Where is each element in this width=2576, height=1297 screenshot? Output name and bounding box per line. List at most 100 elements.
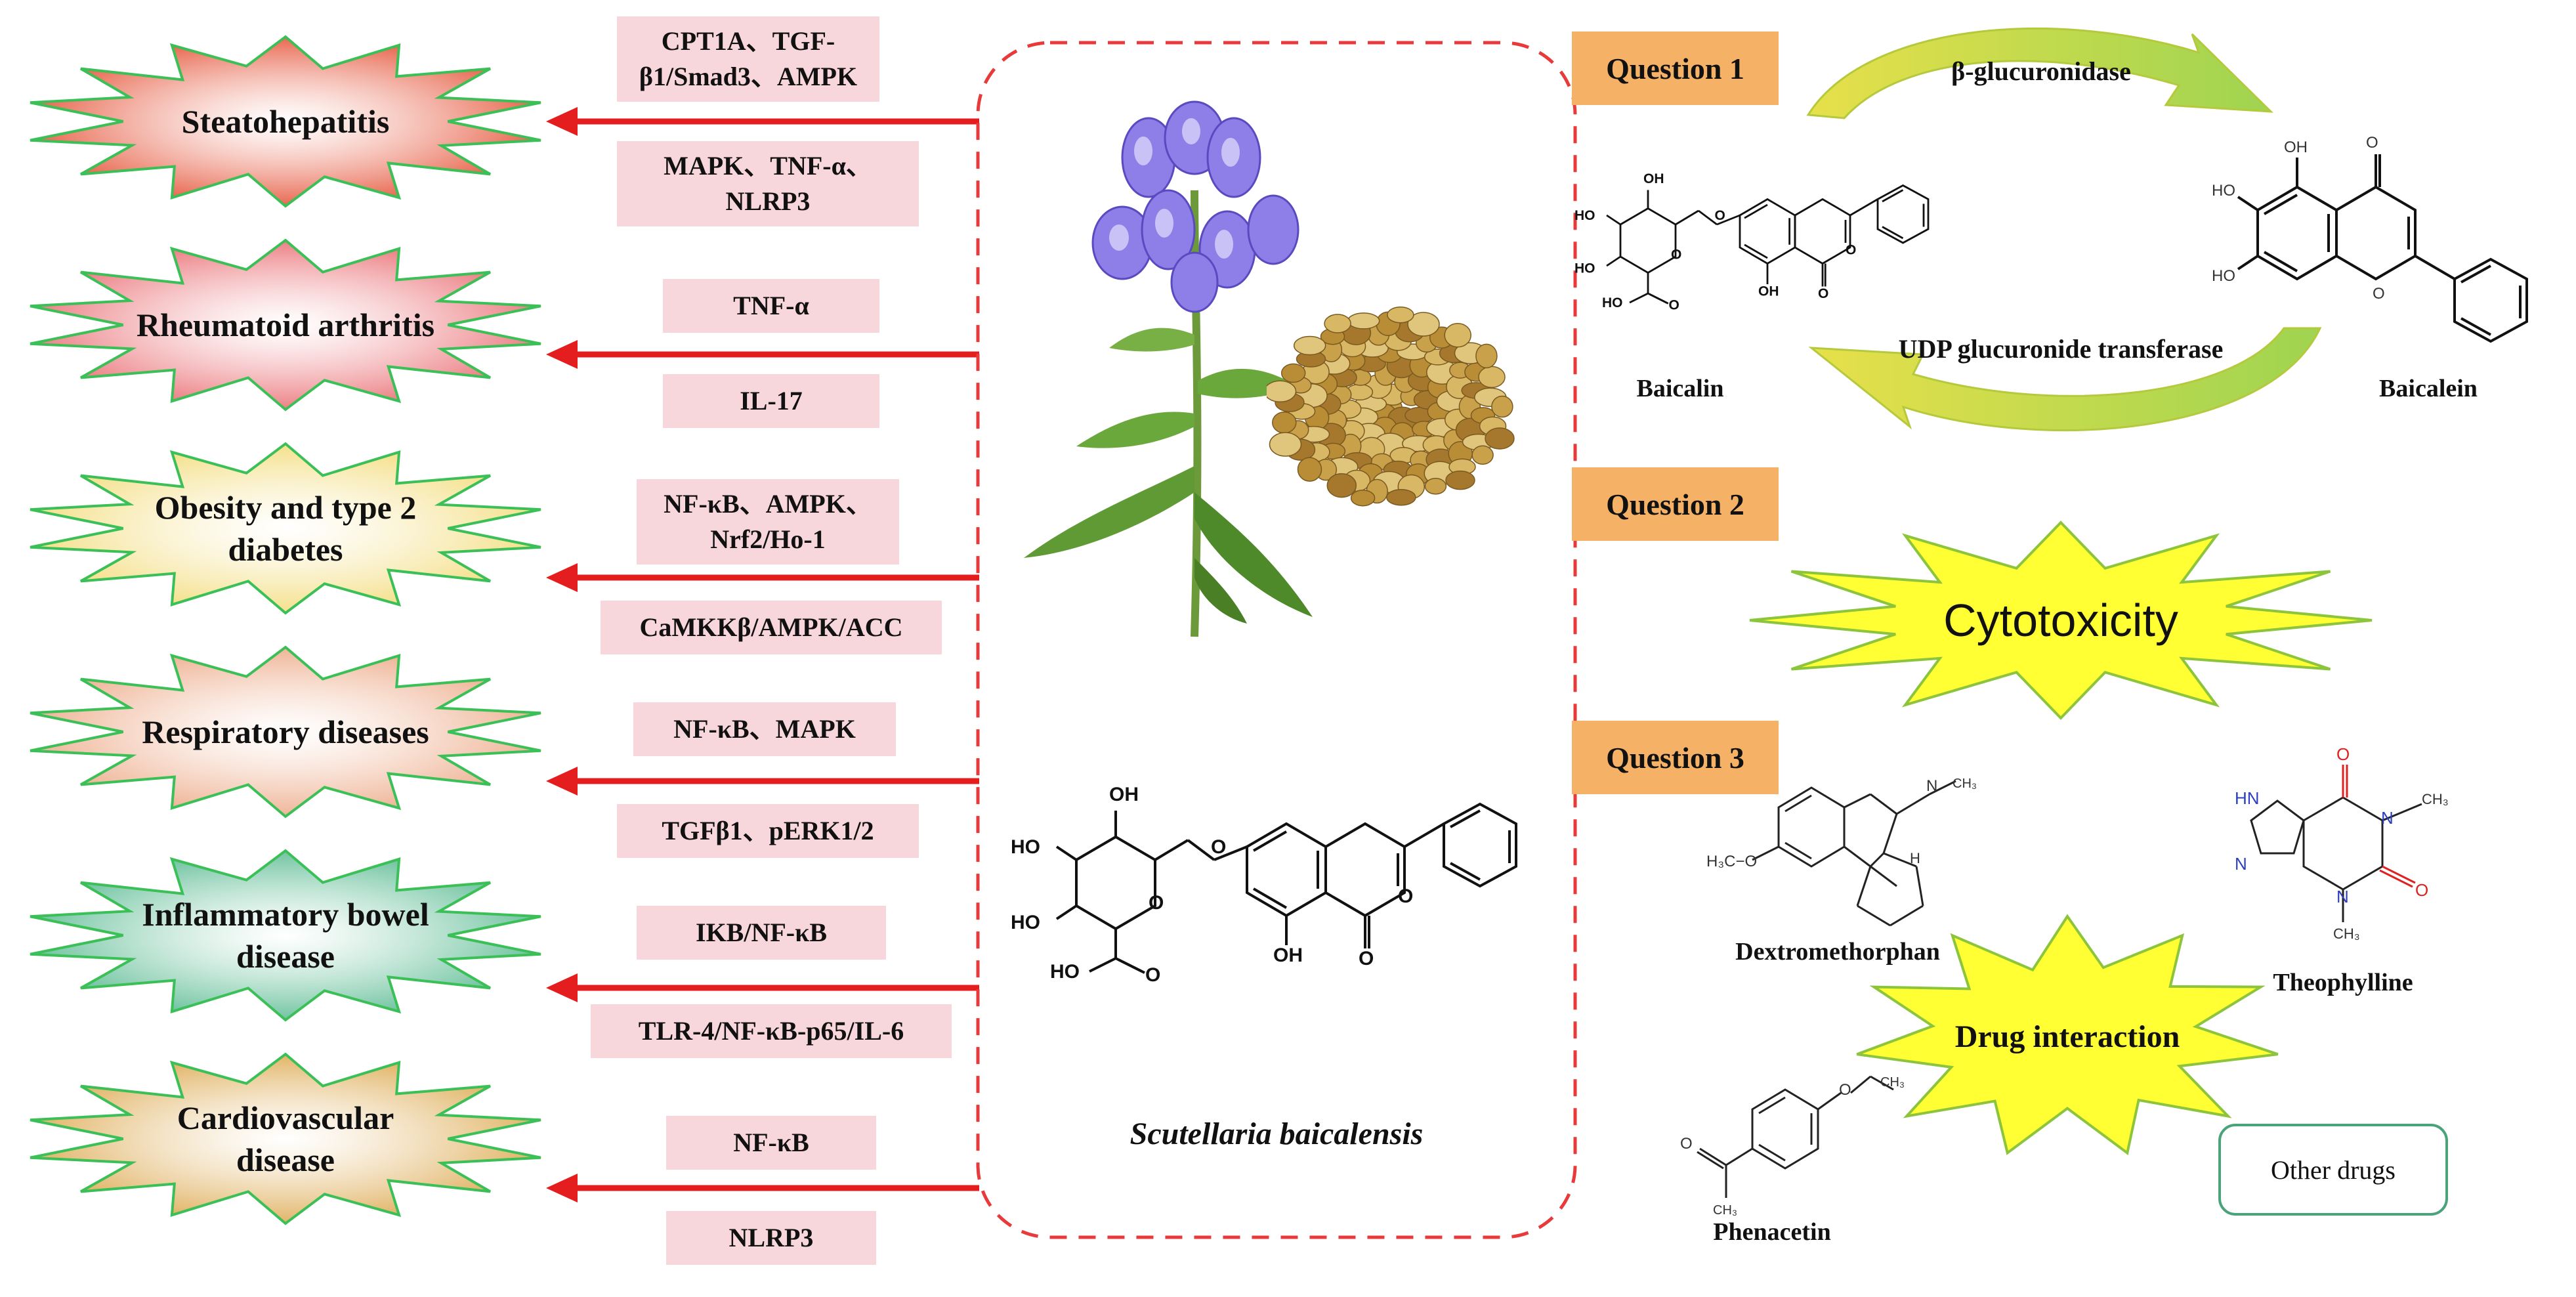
svg-text:HO: HO [1602,295,1623,310]
svg-text:HO: HO [2212,267,2235,285]
pathway-box: NF-κB [666,1116,876,1170]
svg-text:O: O [1715,208,1725,223]
baicalein-label: Baicalein [2379,375,2478,402]
svg-text:N: N [2381,808,2394,828]
disease-star-shape [30,849,541,1022]
pathway-box: TNF-α [663,279,879,333]
disease-star-shape [30,35,541,208]
pathway-box: TLR-4/NF-κB-p65/IL-6 [591,1004,952,1058]
baicalin-structure: HO OH HO HO O O O OH O O [1574,171,1930,313]
disease-star-2: Rheumatoid arthritis [20,236,551,414]
disease-label: Obesity and type 2 diabetes [154,489,417,568]
svg-text:N: N [2235,854,2247,874]
svg-text:CH₃: CH₃ [2333,925,2360,942]
svg-text:O: O [2373,285,2385,303]
phenacetin-label: Phenacetin [1713,1218,1831,1246]
disease-star-1: Steatohepatitis [20,33,551,210]
disease-label: Steatohepatitis [181,103,390,140]
question-3-box: Question 3 [1572,721,1779,794]
drug-interaction-burst-shape [1856,914,2279,1155]
other-drugs-box: Other drugs [2218,1124,2448,1216]
pathway-box: TGFβ1、pERK1/2 [617,804,919,858]
pathway-box: MAPK、TNF-α、NLRP3 [617,141,919,226]
svg-text:CH₃: CH₃ [1713,1203,1737,1218]
disease-label: Rheumatoid arthritis [136,307,435,343]
svg-text:CH₃: CH₃ [1880,1075,1905,1090]
svg-text:O: O [2336,744,2350,764]
question-1-box: Question 1 [1572,32,1779,105]
question-2-box: Question 2 [1572,467,1779,541]
svg-text:HO: HO [2212,182,2235,200]
pathway-box: NF-κB、AMPK、Nrf2/Ho-1 [637,479,899,564]
disease-star-4: Respiratory diseases [20,643,551,820]
svg-text:O: O [1145,964,1160,986]
disease-star-3: Obesity and type 2 diabetes [20,440,551,617]
svg-text:HO: HO [1574,208,1595,223]
svg-text:O: O [1839,1081,1851,1099]
theophylline-label: Theophylline [2273,969,2413,996]
pathway-box: IKB/NF-κB [637,906,886,960]
svg-text:O: O [1211,836,1226,858]
enzyme-top-label: β-glucuronidase [1951,56,2131,86]
dextromethorphan-label: Dextromethorphan [1735,938,1940,966]
cytotoxicity-label: Cytotoxicity [1943,595,2178,646]
svg-text:HO: HO [1011,836,1040,858]
pathway-box: CPT1A、TGF-β1/Smad3、AMPK [617,16,879,102]
svg-text:HN: HN [2235,788,2260,808]
drug-interaction-label: Drug interaction [1954,1019,2180,1054]
svg-text:OH: OH [1273,945,1303,966]
svg-text:CH₃: CH₃ [1953,776,1977,791]
svg-text:O: O [1671,247,1681,263]
baicalein-structure: O OH HO HO O [2212,134,2528,343]
center-baicalin-structure: HO OH HO HO O O O OH O O [1011,784,1517,986]
metabolic-cycle-arrows [1806,28,2322,432]
cytotoxicity-burst-shape [1749,521,2373,720]
svg-text:O: O [2415,880,2428,900]
svg-text:CH₃: CH₃ [2422,791,2449,807]
baicalin-label: Baicalin [1636,375,1724,402]
svg-text:OH: OH [1109,784,1139,805]
disease-label: Cardiovascular disease [177,1099,394,1178]
dextromethorphan-structure: H₃C−O N CH₃ H [1706,776,1977,927]
phenacetin-structure: O CH₃ O CH₃ [1680,1075,1905,1218]
svg-text:N: N [2336,887,2349,906]
scutellaria-plant-illustration [1024,100,1313,637]
disease-star-5: Inflammatory bowel disease [20,847,551,1024]
disease-label: Inflammatory bowel disease [142,896,429,975]
svg-text:O: O [1359,948,1374,969]
svg-text:O: O [1818,286,1828,301]
svg-text:O: O [1669,298,1679,313]
svg-text:H₃C−O: H₃C−O [1706,853,1757,870]
pathway-arrowhead [546,563,578,592]
disease-star-6: Cardiovascular disease [20,1050,551,1227]
svg-text:O: O [1680,1135,1693,1153]
svg-text:O: O [1846,243,1856,258]
species-label: Scutellaria baicalensis [1130,1116,1424,1151]
disease-star-shape [30,1052,541,1225]
svg-text:OH: OH [1758,284,1779,299]
pathway-arrowhead [546,973,578,1002]
svg-text:O: O [1149,892,1164,914]
pathway-arrowhead [546,340,578,369]
disease-star-shape [30,645,541,819]
svg-text:HO: HO [1011,912,1040,933]
disease-star-shape [30,238,541,412]
pathway-arrowhead [546,107,578,136]
dried-root-slices-illustration [1267,306,1515,507]
svg-text:OH: OH [2284,138,2308,156]
pathway-box: IL-17 [663,374,879,428]
enzyme-bottom-label: UDP glucuronide transferase [1898,334,2224,364]
svg-text:O: O [1398,885,1413,907]
pathway-arrowhead [546,767,578,796]
svg-text:OH: OH [1643,171,1664,186]
pathway-box: NLRP3 [666,1211,876,1265]
theophylline-structure: HN N O N CH₃ O N CH₃ [2235,744,2449,942]
svg-text:N: N [1926,777,1937,795]
pathway-box: NF-κB、MAPK [633,702,896,756]
svg-text:O: O [2366,134,2378,152]
pathway-arrowhead [546,1174,578,1202]
disease-label: Respiratory diseases [142,713,429,750]
svg-text:H: H [1910,850,1920,866]
svg-text:HO: HO [1574,261,1595,276]
